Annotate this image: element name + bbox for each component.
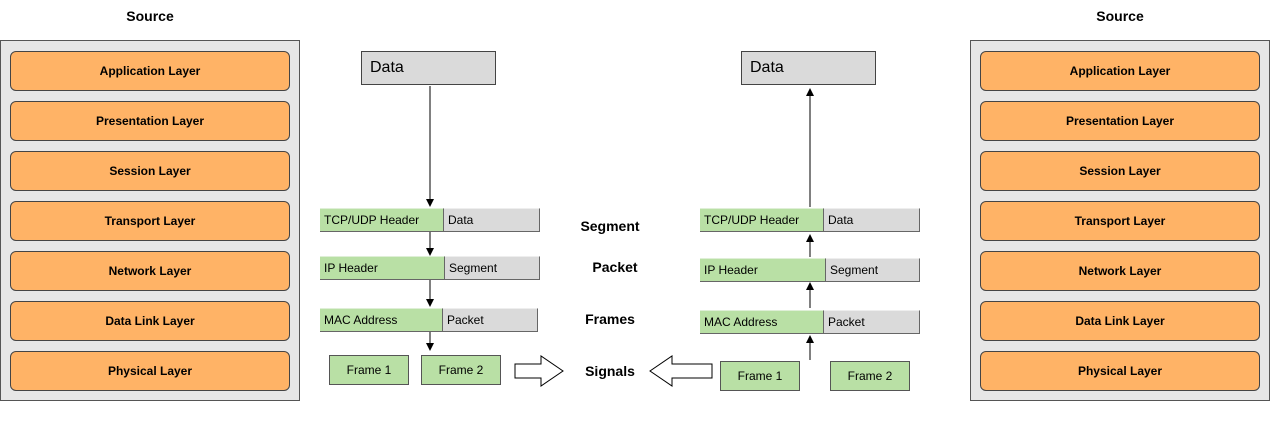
signal-receive-arrow [649,355,713,387]
right-presentation-layer: Presentation Layer [980,101,1260,141]
signal-send-arrow [514,355,564,387]
encap-frame-2: Frame 2 [421,355,501,385]
encap-datalink-pdu: MAC Address Packet [320,308,538,332]
label-frames: Frames [585,311,635,327]
decap-datalink-header: MAC Address [700,310,824,334]
encap-network-payload: Segment [445,256,540,280]
decap-datalink-payload: Packet [824,310,920,334]
right-session-layer: Session Layer [980,151,1260,191]
left-network-layer: Network Layer [10,251,290,291]
right-application-layer: Application Layer [980,51,1260,91]
decap-transport-header: TCP/UDP Header [700,208,824,232]
encap-network-header: IP Header [320,256,445,280]
label-signals: Signals [585,363,635,379]
decap-network-header: IP Header [700,258,826,282]
right-datalink-layer: Data Link Layer [980,301,1260,341]
decap-frame-2: Frame 2 [830,361,910,391]
left-datalink-layer: Data Link Layer [10,301,290,341]
encap-frame-1: Frame 1 [329,355,409,385]
left-application-layer: Application Layer [10,51,290,91]
left-osi-stack: Application Layer Presentation Layer Ses… [0,40,300,401]
encap-datalink-header: MAC Address [320,308,443,332]
right-stack-title: Source [1096,8,1144,24]
right-transport-layer: Transport Layer [980,201,1260,241]
encap-transport-header: TCP/UDP Header [320,208,444,232]
left-stack-title: Source [126,8,174,24]
encap-network-pdu: IP Header Segment [320,256,540,280]
right-network-layer: Network Layer [980,251,1260,291]
decap-transport-pdu: TCP/UDP Header Data [700,208,920,232]
left-physical-layer: Physical Layer [10,351,290,391]
label-segment: Segment [580,218,640,234]
encap-transport-payload: Data [444,208,540,232]
decap-data-box: Data [741,51,876,85]
decap-frame-1: Frame 1 [720,361,800,391]
encap-transport-pdu: TCP/UDP Header Data [320,208,540,232]
right-osi-stack: Application Layer Presentation Layer Ses… [970,40,1270,401]
left-presentation-layer: Presentation Layer [10,101,290,141]
decap-datalink-pdu: MAC Address Packet [700,310,920,334]
encap-data-box: Data [361,51,496,85]
right-physical-layer: Physical Layer [980,351,1260,391]
decap-network-payload: Segment [826,258,920,282]
encap-datalink-payload: Packet [443,308,538,332]
left-session-layer: Session Layer [10,151,290,191]
decap-network-pdu: IP Header Segment [700,258,920,282]
left-transport-layer: Transport Layer [10,201,290,241]
label-packet: Packet [592,259,638,275]
decap-transport-payload: Data [824,208,920,232]
